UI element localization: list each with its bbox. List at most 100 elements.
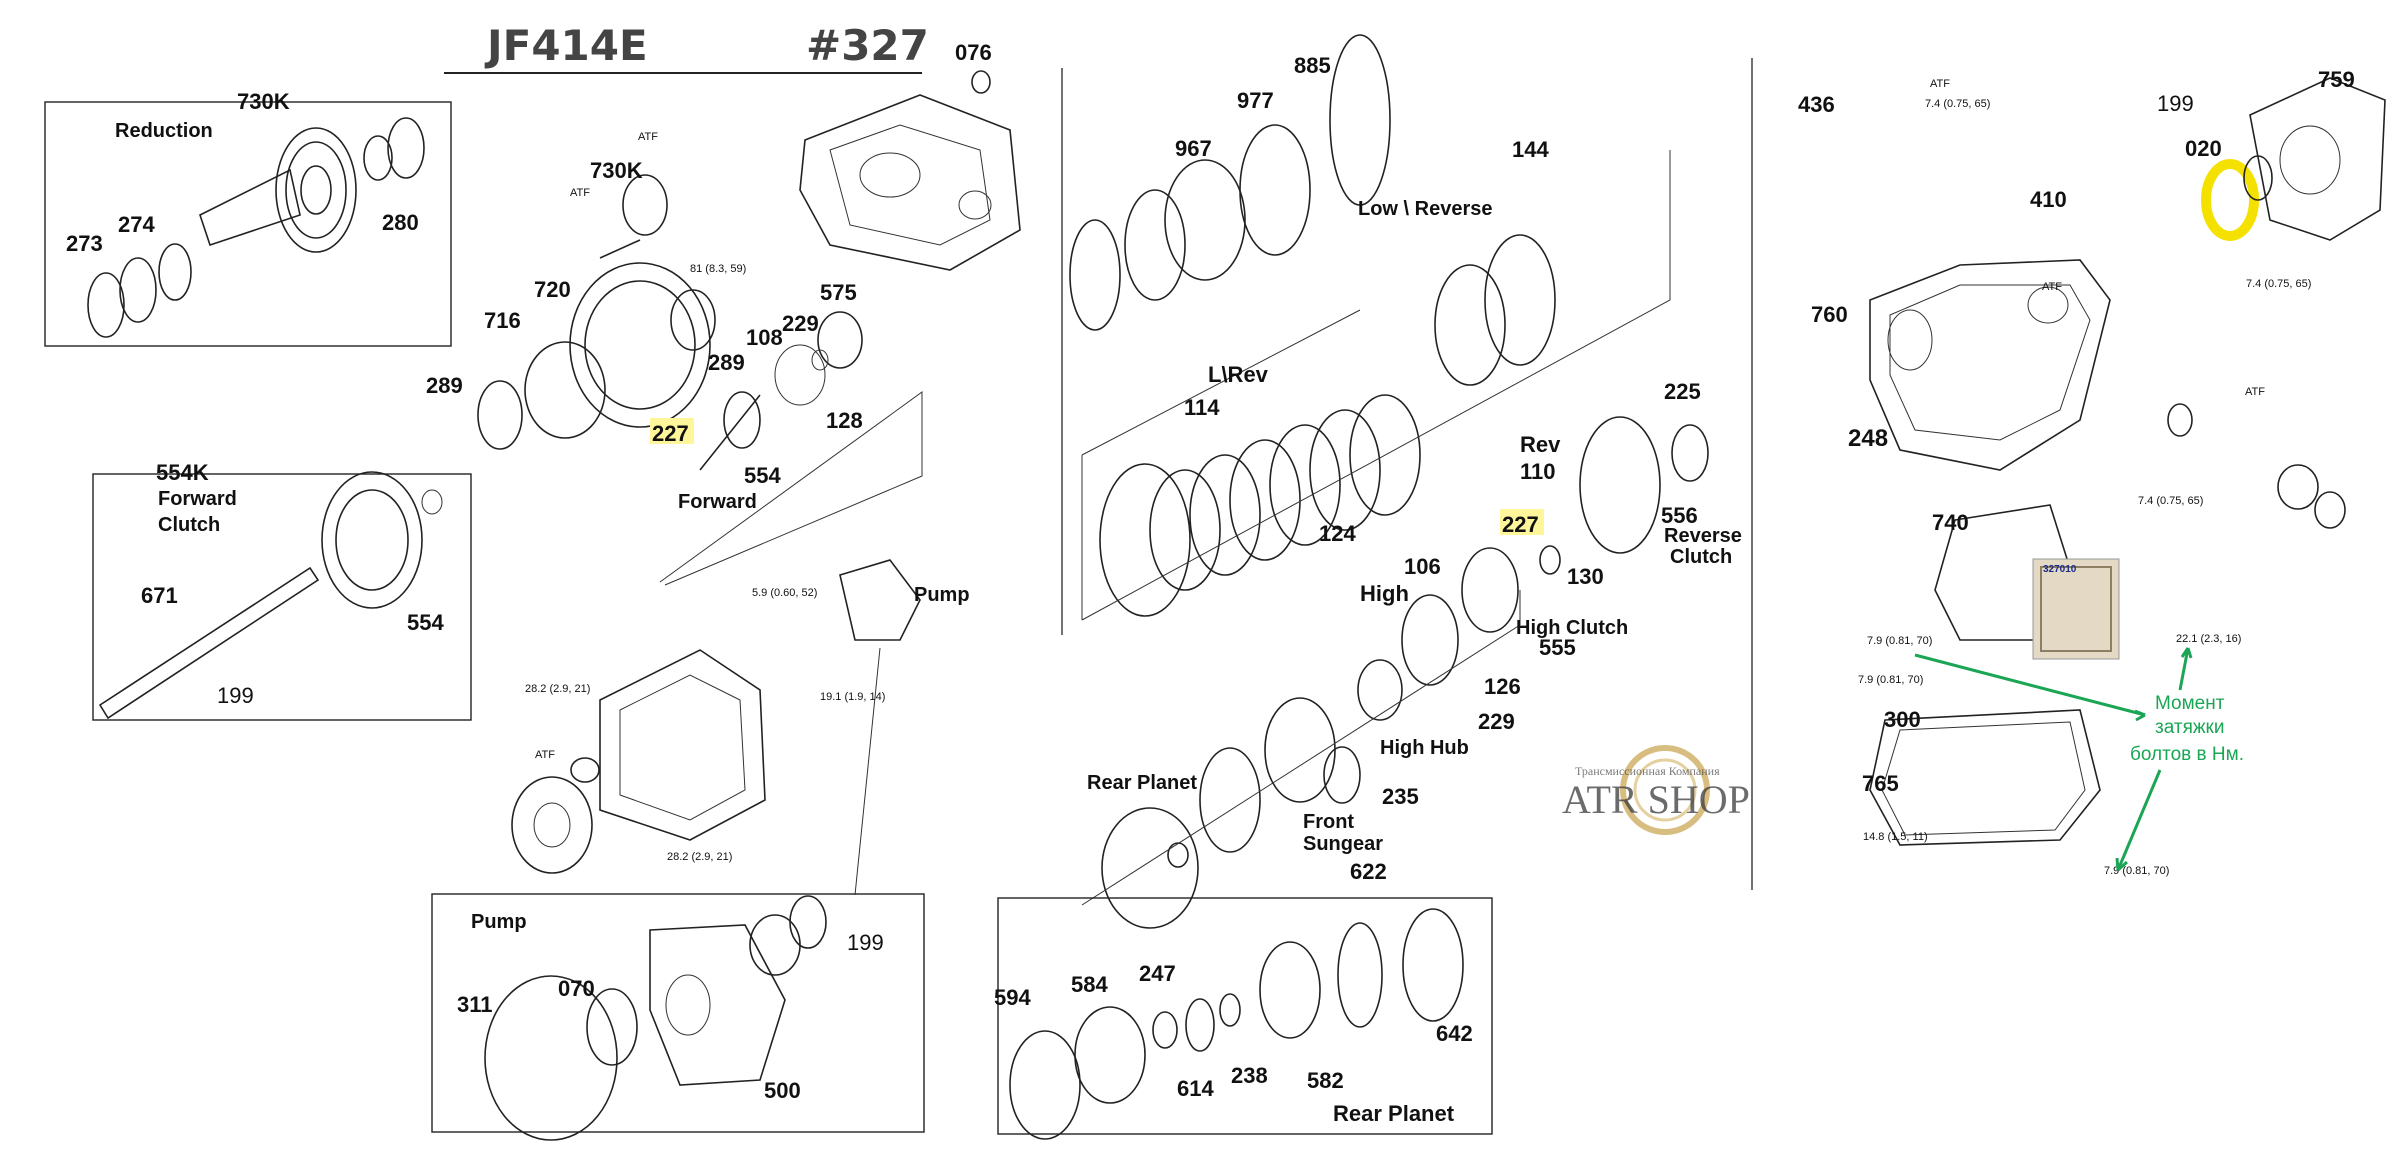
gasket-part-number: 327010 bbox=[2043, 564, 2077, 575]
seal-ring-199 bbox=[2243, 155, 2273, 201]
clutch-pack-illustration bbox=[1069, 34, 1709, 929]
label-114: 114 bbox=[1184, 395, 1220, 420]
label-020: 020 bbox=[2185, 136, 2222, 161]
brake-band-020 bbox=[2201, 159, 2259, 241]
forward-code: 554K bbox=[156, 460, 209, 485]
svg-text:19.1 (1.9, 14): 19.1 (1.9, 14) bbox=[820, 691, 885, 703]
label-reverse-clutch-2: Clutch bbox=[1670, 546, 1732, 568]
svg-text:ATF: ATF bbox=[1930, 78, 1950, 90]
reduction-code: 730K bbox=[237, 89, 290, 114]
label-273: 273 bbox=[66, 231, 103, 256]
label-582: 582 bbox=[1307, 1068, 1344, 1093]
label-274: 274 bbox=[118, 212, 155, 237]
svg-text:7.4 (0.75, 65): 7.4 (0.75, 65) bbox=[1925, 98, 1990, 110]
svg-text:5.9 (0.60, 52): 5.9 (0.60, 52) bbox=[752, 587, 817, 599]
label-225: 225 bbox=[1664, 379, 1701, 404]
label-227a-highlight bbox=[650, 418, 694, 444]
label-554b: 554 bbox=[407, 610, 444, 635]
label-436: 436 bbox=[1798, 92, 1835, 117]
label-594: 594 bbox=[994, 985, 1031, 1010]
note-line-3: болтов в Нм. bbox=[2130, 744, 2244, 765]
label-124: 124 bbox=[1319, 521, 1356, 546]
svg-text:7.9 (0.81, 70): 7.9 (0.81, 70) bbox=[1858, 674, 1923, 686]
reduction-inset-box bbox=[44, 101, 452, 347]
label-967: 967 bbox=[1175, 136, 1212, 161]
svg-text:22.1 (2.3, 16): 22.1 (2.3, 16) bbox=[2176, 633, 2241, 645]
label-rev: Rev bbox=[1520, 432, 1561, 457]
label-front-sungear-1: Front bbox=[1303, 811, 1354, 833]
label-759: 759 bbox=[2318, 67, 2355, 92]
label-289a: 289 bbox=[426, 373, 463, 398]
label-410: 410 bbox=[2030, 187, 2067, 212]
label-forward: Forward bbox=[678, 491, 757, 513]
main-case-illustration bbox=[1869, 77, 2386, 846]
svg-text:28.2 (2.9, 21): 28.2 (2.9, 21) bbox=[667, 851, 732, 863]
label-high: High bbox=[1360, 581, 1409, 606]
svg-text:7.4 (0.75, 65): 7.4 (0.75, 65) bbox=[2138, 495, 2203, 507]
label-199a: 199 bbox=[217, 683, 254, 708]
svg-text:ATF: ATF bbox=[638, 131, 658, 143]
label-227b: 227 bbox=[1502, 512, 1539, 537]
low-reverse-bracket bbox=[1081, 150, 1671, 621]
label-716: 716 bbox=[484, 308, 521, 333]
svg-text:14.8 (1.5, 11): 14.8 (1.5, 11) bbox=[1863, 831, 1928, 843]
forward-clutch-illustration bbox=[98, 471, 443, 720]
torque-note-annotation: Момент затяжки болтов в Нм. bbox=[1914, 647, 2244, 872]
label-rear-planet-top: Rear Planet bbox=[1087, 772, 1197, 794]
label-199c: 199 bbox=[2157, 91, 2194, 116]
forward-title-2: Clutch bbox=[158, 514, 220, 536]
label-614: 614 bbox=[1177, 1076, 1214, 1101]
label-575: 575 bbox=[820, 280, 857, 305]
rear-planet-bracket bbox=[1081, 590, 1521, 906]
rear-planet-inset-box bbox=[997, 897, 1493, 1135]
label-740: 740 bbox=[1932, 510, 1969, 535]
label-144: 144 bbox=[1512, 137, 1549, 162]
label-500: 500 bbox=[764, 1078, 801, 1103]
label-311: 311 bbox=[457, 992, 493, 1017]
label-247: 247 bbox=[1139, 961, 1176, 986]
svg-text:7.4 (0.75, 65): 7.4 (0.75, 65) bbox=[2246, 278, 2311, 290]
label-556: 556 bbox=[1661, 503, 1698, 528]
label-642: 642 bbox=[1436, 1021, 1473, 1046]
label-070: 070 bbox=[558, 976, 595, 1001]
label-300: 300 bbox=[1884, 707, 1921, 732]
label-high-hub: High Hub bbox=[1380, 737, 1469, 759]
svg-text:81 (8.3, 59): 81 (8.3, 59) bbox=[690, 263, 746, 275]
label-rear-planet-bottom: Rear Planet bbox=[1333, 1101, 1455, 1126]
label-front-sungear-2: Sungear bbox=[1303, 833, 1383, 855]
forward-leader-box bbox=[659, 391, 923, 586]
label-280: 280 bbox=[382, 210, 419, 235]
pump-housing-illustration bbox=[511, 559, 921, 874]
label-108: 108 bbox=[746, 325, 783, 350]
reduction-gear-illustration bbox=[87, 117, 425, 338]
label-248: 248 bbox=[1848, 425, 1888, 452]
label-128: 128 bbox=[826, 408, 863, 433]
label-584: 584 bbox=[1071, 972, 1108, 997]
label-126: 126 bbox=[1484, 674, 1521, 699]
label-130: 130 bbox=[1567, 564, 1604, 589]
label-885: 885 bbox=[1294, 53, 1331, 78]
label-671: 671 bbox=[141, 583, 178, 608]
rear-planet-illustration bbox=[1009, 908, 1464, 1140]
label-554a: 554 bbox=[744, 463, 781, 488]
note-line-2: затяжки bbox=[2155, 717, 2225, 738]
label-pump-main: Pump bbox=[914, 584, 970, 606]
label-229a: 229 bbox=[782, 311, 819, 336]
gear-730k-illustration bbox=[599, 174, 668, 259]
atr-shop-watermark: Трансмиссионная Компания ATR SHOP bbox=[1562, 745, 1750, 835]
label-106: 106 bbox=[1404, 554, 1441, 579]
svg-text:28.2 (2.9, 21): 28.2 (2.9, 21) bbox=[525, 683, 590, 695]
label-555: 555 bbox=[1539, 635, 1576, 660]
label-760: 760 bbox=[1811, 302, 1848, 327]
differential-illustration bbox=[477, 262, 863, 471]
svg-text:Трансмиссионная Компания: Трансмиссионная Компания bbox=[1575, 764, 1720, 778]
svg-text:ATF: ATF bbox=[570, 187, 590, 199]
svg-text:7.9 (0.81, 70): 7.9 (0.81, 70) bbox=[2104, 865, 2169, 877]
page-number: #327 bbox=[806, 21, 929, 70]
label-229b: 229 bbox=[1478, 709, 1515, 734]
label-730k: 730K bbox=[590, 158, 643, 183]
label-076: 076 bbox=[955, 40, 992, 65]
transfer-case-illustration bbox=[799, 94, 1021, 271]
valve-body-gasket-photo bbox=[2032, 558, 2120, 660]
